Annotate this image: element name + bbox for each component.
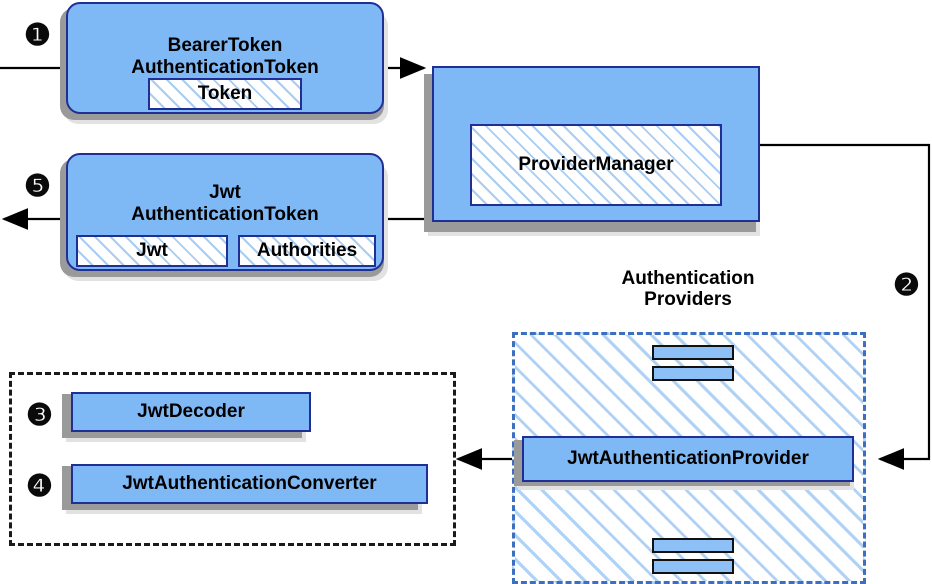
bearer-token-title-line1: BearerToken	[167, 35, 283, 57]
node-jwt-field[interactable]: Jwt	[76, 235, 228, 267]
node-token-field[interactable]: Token	[148, 78, 302, 110]
token-field-label: Token	[197, 83, 253, 104]
node-provider-manager[interactable]: ProviderManager	[470, 124, 722, 206]
jwt-decoder-label: JwtDecoder	[137, 401, 245, 422]
node-authorities-field[interactable]: Authorities	[238, 235, 376, 267]
bearer-token-title-line2: AuthenticationToken	[131, 57, 319, 78]
node-bearer-token-authentication-token[interactable]: BearerToken AuthenticationToken	[66, 2, 384, 114]
step-bullet-1: ❶	[24, 19, 51, 52]
step-bullet-3: ❸	[26, 399, 53, 432]
provider-placeholder-bar-2	[652, 366, 734, 381]
step-bullet-5: ❺	[24, 170, 51, 203]
provider-manager-label: ProviderManager	[518, 154, 674, 175]
provider-placeholder-bar-3	[652, 538, 734, 553]
step-bullet-2: ❷	[893, 269, 920, 302]
jwt-token-title-line1: Jwt	[209, 182, 241, 204]
jwt-token-title-line2: AuthenticationToken	[131, 204, 319, 225]
jwt-field-label: Jwt	[136, 240, 168, 261]
node-jwt-decoder[interactable]: JwtDecoder	[71, 392, 311, 432]
step-bullet-4: ❹	[26, 470, 53, 503]
authorities-field-label: Authorities	[256, 240, 358, 261]
node-jwt-authentication-provider[interactable]: JwtAuthenticationProvider	[522, 436, 854, 482]
node-jwt-authentication-converter[interactable]: JwtAuthenticationConverter	[71, 464, 428, 504]
authentication-providers-caption: Authentication Providers	[566, 268, 810, 311]
jwt-authentication-converter-label: JwtAuthenticationConverter	[122, 473, 377, 494]
provider-placeholder-bar-4	[652, 559, 734, 574]
node-jwt-authentication-token[interactable]: Jwt AuthenticationToken	[66, 153, 384, 271]
jwt-authentication-provider-label: JwtAuthenticationProvider	[567, 448, 809, 469]
providers-caption-line2: Providers	[644, 289, 732, 311]
provider-placeholder-bar-1	[652, 345, 734, 360]
jwt-support-group	[9, 372, 456, 546]
providers-caption-line1: Authentication	[621, 268, 755, 289]
